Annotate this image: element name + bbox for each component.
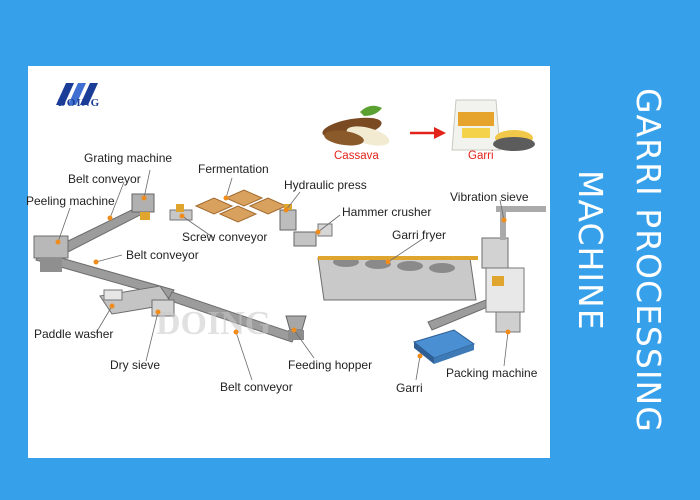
feeding-hopper-icon [285,315,307,340]
label-feeding-hopper: Feeding hopper [288,358,373,372]
label-dry-sieve: Dry sieve [110,358,161,372]
doing-logo-icon [56,83,98,105]
label-belt-conveyor-2: Belt conveyor [126,248,199,262]
garri-product-label: Garri [468,150,494,162]
title-line-1: GARRI PROCESSING [629,88,668,433]
fermentation-trays-icon [194,189,288,223]
label-screw-conveyor: Screw conveyor [182,230,268,244]
title-line-2: MACHINE [571,170,610,331]
label-hydraulic-press: Hydraulic press [284,178,367,192]
label-vibration-sieve: Vibration sieve [450,190,529,204]
label-hammer-crusher: Hammer crusher [342,205,432,219]
garri-bag-icon [451,99,535,151]
label-packing-machine: Packing machine [446,366,538,380]
vibration-sieve-icon [481,206,546,269]
label-garri-fryer: Garri fryer [392,228,446,242]
label-paddle-washer: Paddle washer [34,327,114,341]
label-fermentation: Fermentation [198,162,269,176]
label-grating-machine: Grating machine [84,151,173,165]
hammer-crusher-icon [293,223,333,247]
leader-dots [55,195,511,359]
label-belt-conveyor-3: Belt conveyor [220,380,293,394]
belt-conveyors [35,205,297,343]
garri-fryer-icon [317,256,478,301]
arrow-icon [410,127,446,139]
grating-machine-icon [131,193,155,220]
garri-pallet-icon [412,329,476,364]
label-garri: Garri [396,381,423,395]
label-peeling-machine: Peeling machine [26,194,115,208]
fryer-conveyor [427,299,491,331]
cassava-icon [322,105,390,146]
brand-name: DOING [57,97,101,109]
leader-lines [57,169,509,381]
cassava-label: Cassava [334,150,379,162]
doing-watermark: DOING [156,305,271,342]
label-belt-conveyor-1: Belt conveyor [68,172,141,186]
packing-machine-icon [485,267,525,333]
